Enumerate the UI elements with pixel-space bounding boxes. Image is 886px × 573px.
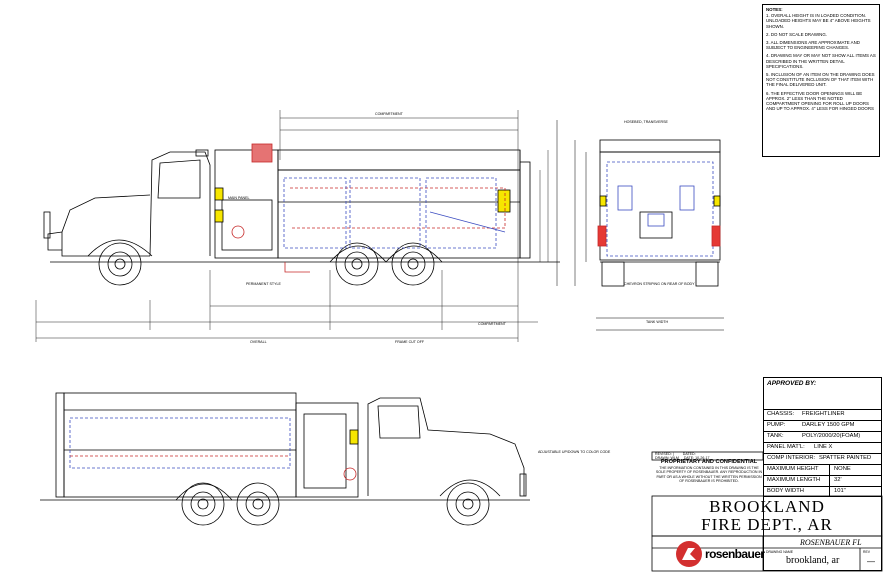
- rosenbauer-logo-icon: [675, 540, 703, 568]
- callout-permanent-style: PERMANENT STYLE: [246, 282, 281, 286]
- note-5: 5. INCLUSION OF AN ITEM ON THE DRAWING D…: [766, 72, 875, 88]
- proprietary-title: PROPRIETARY AND CONFIDENTIAL: [660, 459, 758, 465]
- brand-wordmark: rosenbauer: [705, 547, 765, 561]
- spec-comp-interior: COMP INTERIOR: SPATTER PAINTED: [764, 453, 881, 464]
- spec-label: TANK:: [767, 433, 784, 439]
- dim-value: 32': [829, 476, 842, 486]
- title-block: APPROVED BY: CHASSIS: FREIGHTLINER PUMP:…: [763, 377, 882, 571]
- note-2: 2. DO NOT SCALE DRAWING.: [766, 31, 827, 37]
- drawn-by: DRAWN: WLM: [655, 456, 679, 460]
- customer-department: FIRE DEPT., AR: [701, 515, 833, 534]
- rear-view: [556, 120, 724, 331]
- dim-max-length: MAXIMUM LENGTH 32': [764, 475, 881, 486]
- revised-label: REVISED: |: [655, 452, 674, 456]
- rev-value: —: [867, 557, 875, 566]
- drawn-date: DATE: 10-26-17: [683, 456, 710, 460]
- callout-adjustable: ADJUSTABLE UP/DOWN TO COLOR CODE: [538, 450, 611, 454]
- proprietary-notice: PROPRIETARY AND CONFIDENTIAL THE INFORMA…: [655, 459, 763, 495]
- spec-panel-material: PANEL MAT'L: LINE X: [764, 442, 881, 453]
- callout-pump-panel: MAIN PANEL: [228, 196, 250, 200]
- rev-label: REV: [863, 550, 870, 554]
- dim-label: MAXIMUM HEIGHT: [767, 466, 819, 472]
- spec-value: LINE X: [814, 444, 833, 450]
- drawing-name-label: DRAWING NAME: [766, 550, 793, 554]
- note-1: 1. OVERALL HEIGHT IS IN LOADED CONDITION…: [766, 13, 871, 29]
- callout-overall: OVERALL: [250, 340, 267, 344]
- side-view-officer: [40, 392, 530, 526]
- notes-title: NOTES:: [766, 7, 783, 12]
- spec-tank: TANK: POLY/2000/20(FOAM): [764, 431, 881, 442]
- note-6: 6. THE EFFECTIVE DOOR OPENINGS WILL BE A…: [766, 90, 874, 112]
- spec-label: PANEL MAT'L:: [767, 444, 805, 450]
- spec-value: SPATTER PAINTED: [819, 455, 872, 461]
- dim-value: NONE: [829, 465, 851, 475]
- dim-body-width: BODY WIDTH 101": [764, 486, 881, 497]
- spec-value: DARLEY 1500 GPM: [802, 422, 855, 428]
- customer-name: BROOKLAND: [709, 497, 825, 516]
- dim-label: MAXIMUM LENGTH: [767, 477, 821, 483]
- dim-label: BODY WIDTH: [767, 488, 804, 494]
- facility-name: ROSENBAUER FL: [800, 538, 862, 547]
- spec-chassis: CHASSIS: FREIGHTLINER: [764, 409, 881, 420]
- notes-panel: NOTES: 1. OVERALL HEIGHT IS IN LOADED CO…: [762, 4, 880, 157]
- spec-value: FREIGHTLINER: [802, 411, 845, 417]
- callout-chevron: CHEVRON STRIPING ON REAR OF BODY: [624, 282, 695, 286]
- drawing-name: brookland, ar: [786, 555, 840, 566]
- side-view-driver: [35, 110, 560, 342]
- spec-label: COMP INTERIOR:: [767, 455, 816, 461]
- callout-compartment: COMPARTMENT: [375, 112, 403, 116]
- dim-value: 101": [829, 487, 846, 497]
- callout-hosebed: HOSEBED, TRANSVERSE: [624, 120, 668, 124]
- spec-pump: PUMP: DARLEY 1500 GPM: [764, 420, 881, 431]
- spec-label: CHASSIS:: [767, 411, 795, 417]
- revision-strip: REVISED: | DATED: DRAWN: WLM DATE: 10-26…: [655, 452, 761, 460]
- spec-value: POLY/2000/20(FOAM): [802, 433, 861, 439]
- note-4: 4. DRAWING MAY OR MAY NOT SHOW ALL ITEMS…: [766, 53, 876, 69]
- proprietary-text: THE INFORMATION CONTAINED IN THIS DRAWIN…: [655, 466, 763, 484]
- spec-label: PUMP:: [767, 422, 786, 428]
- approved-by-label: APPROVED BY:: [767, 380, 817, 387]
- note-3: 3. ALL DIMENSIONS ARE APPROXIMATE AND SU…: [766, 40, 860, 51]
- callout-compartment-below: COMPARTMENT: [478, 322, 506, 326]
- callout-frame-cutoff: FRAME CUT OFF: [395, 340, 425, 344]
- callout-tank-width: TANK WIDTH: [646, 320, 669, 324]
- dated-label: DATED:: [682, 452, 696, 456]
- dim-max-height: MAXIMUM HEIGHT NONE: [764, 464, 881, 475]
